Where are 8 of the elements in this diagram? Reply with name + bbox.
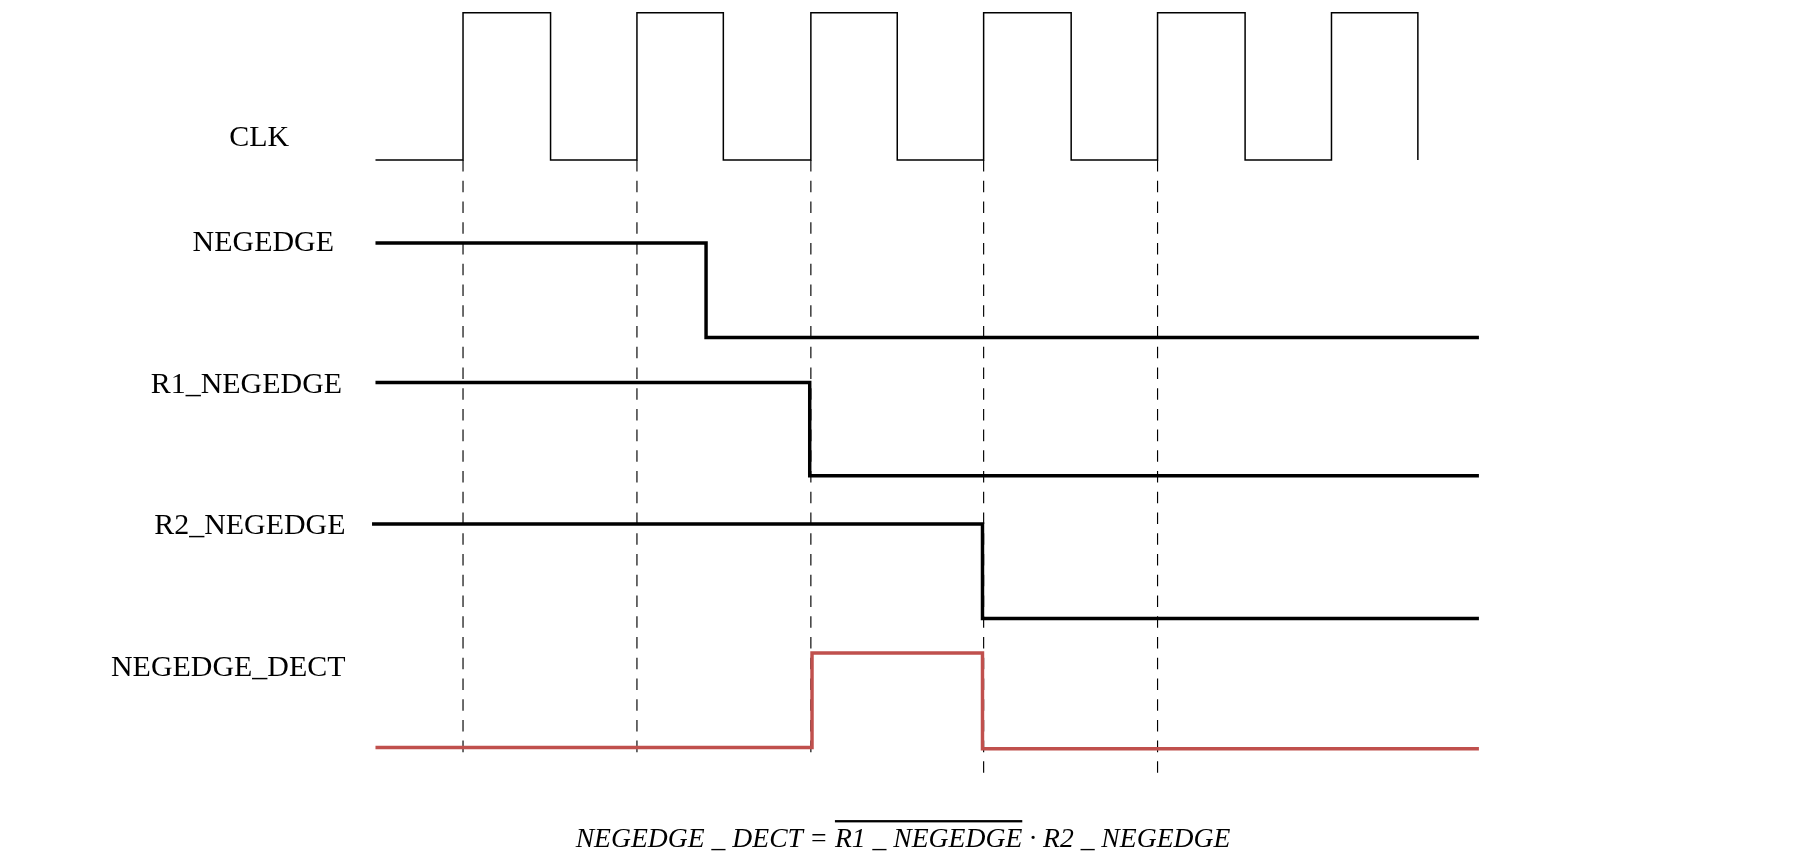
clock-signal-name: CLK [229,122,290,153]
formula-term: NEGEDGE _ DECT = [575,822,828,853]
signal-name: R1_NEGEDGE [150,368,343,399]
formula-term: · R2 _ NEGEDGE [1029,822,1231,853]
signal-name: NEGEDGE [192,226,334,257]
signal-name: NEGEDGE_DECT [111,651,346,682]
formula-term: R1 _ NEGEDGE [834,822,1023,853]
signal-name: R2_NEGEDGE [154,510,346,541]
